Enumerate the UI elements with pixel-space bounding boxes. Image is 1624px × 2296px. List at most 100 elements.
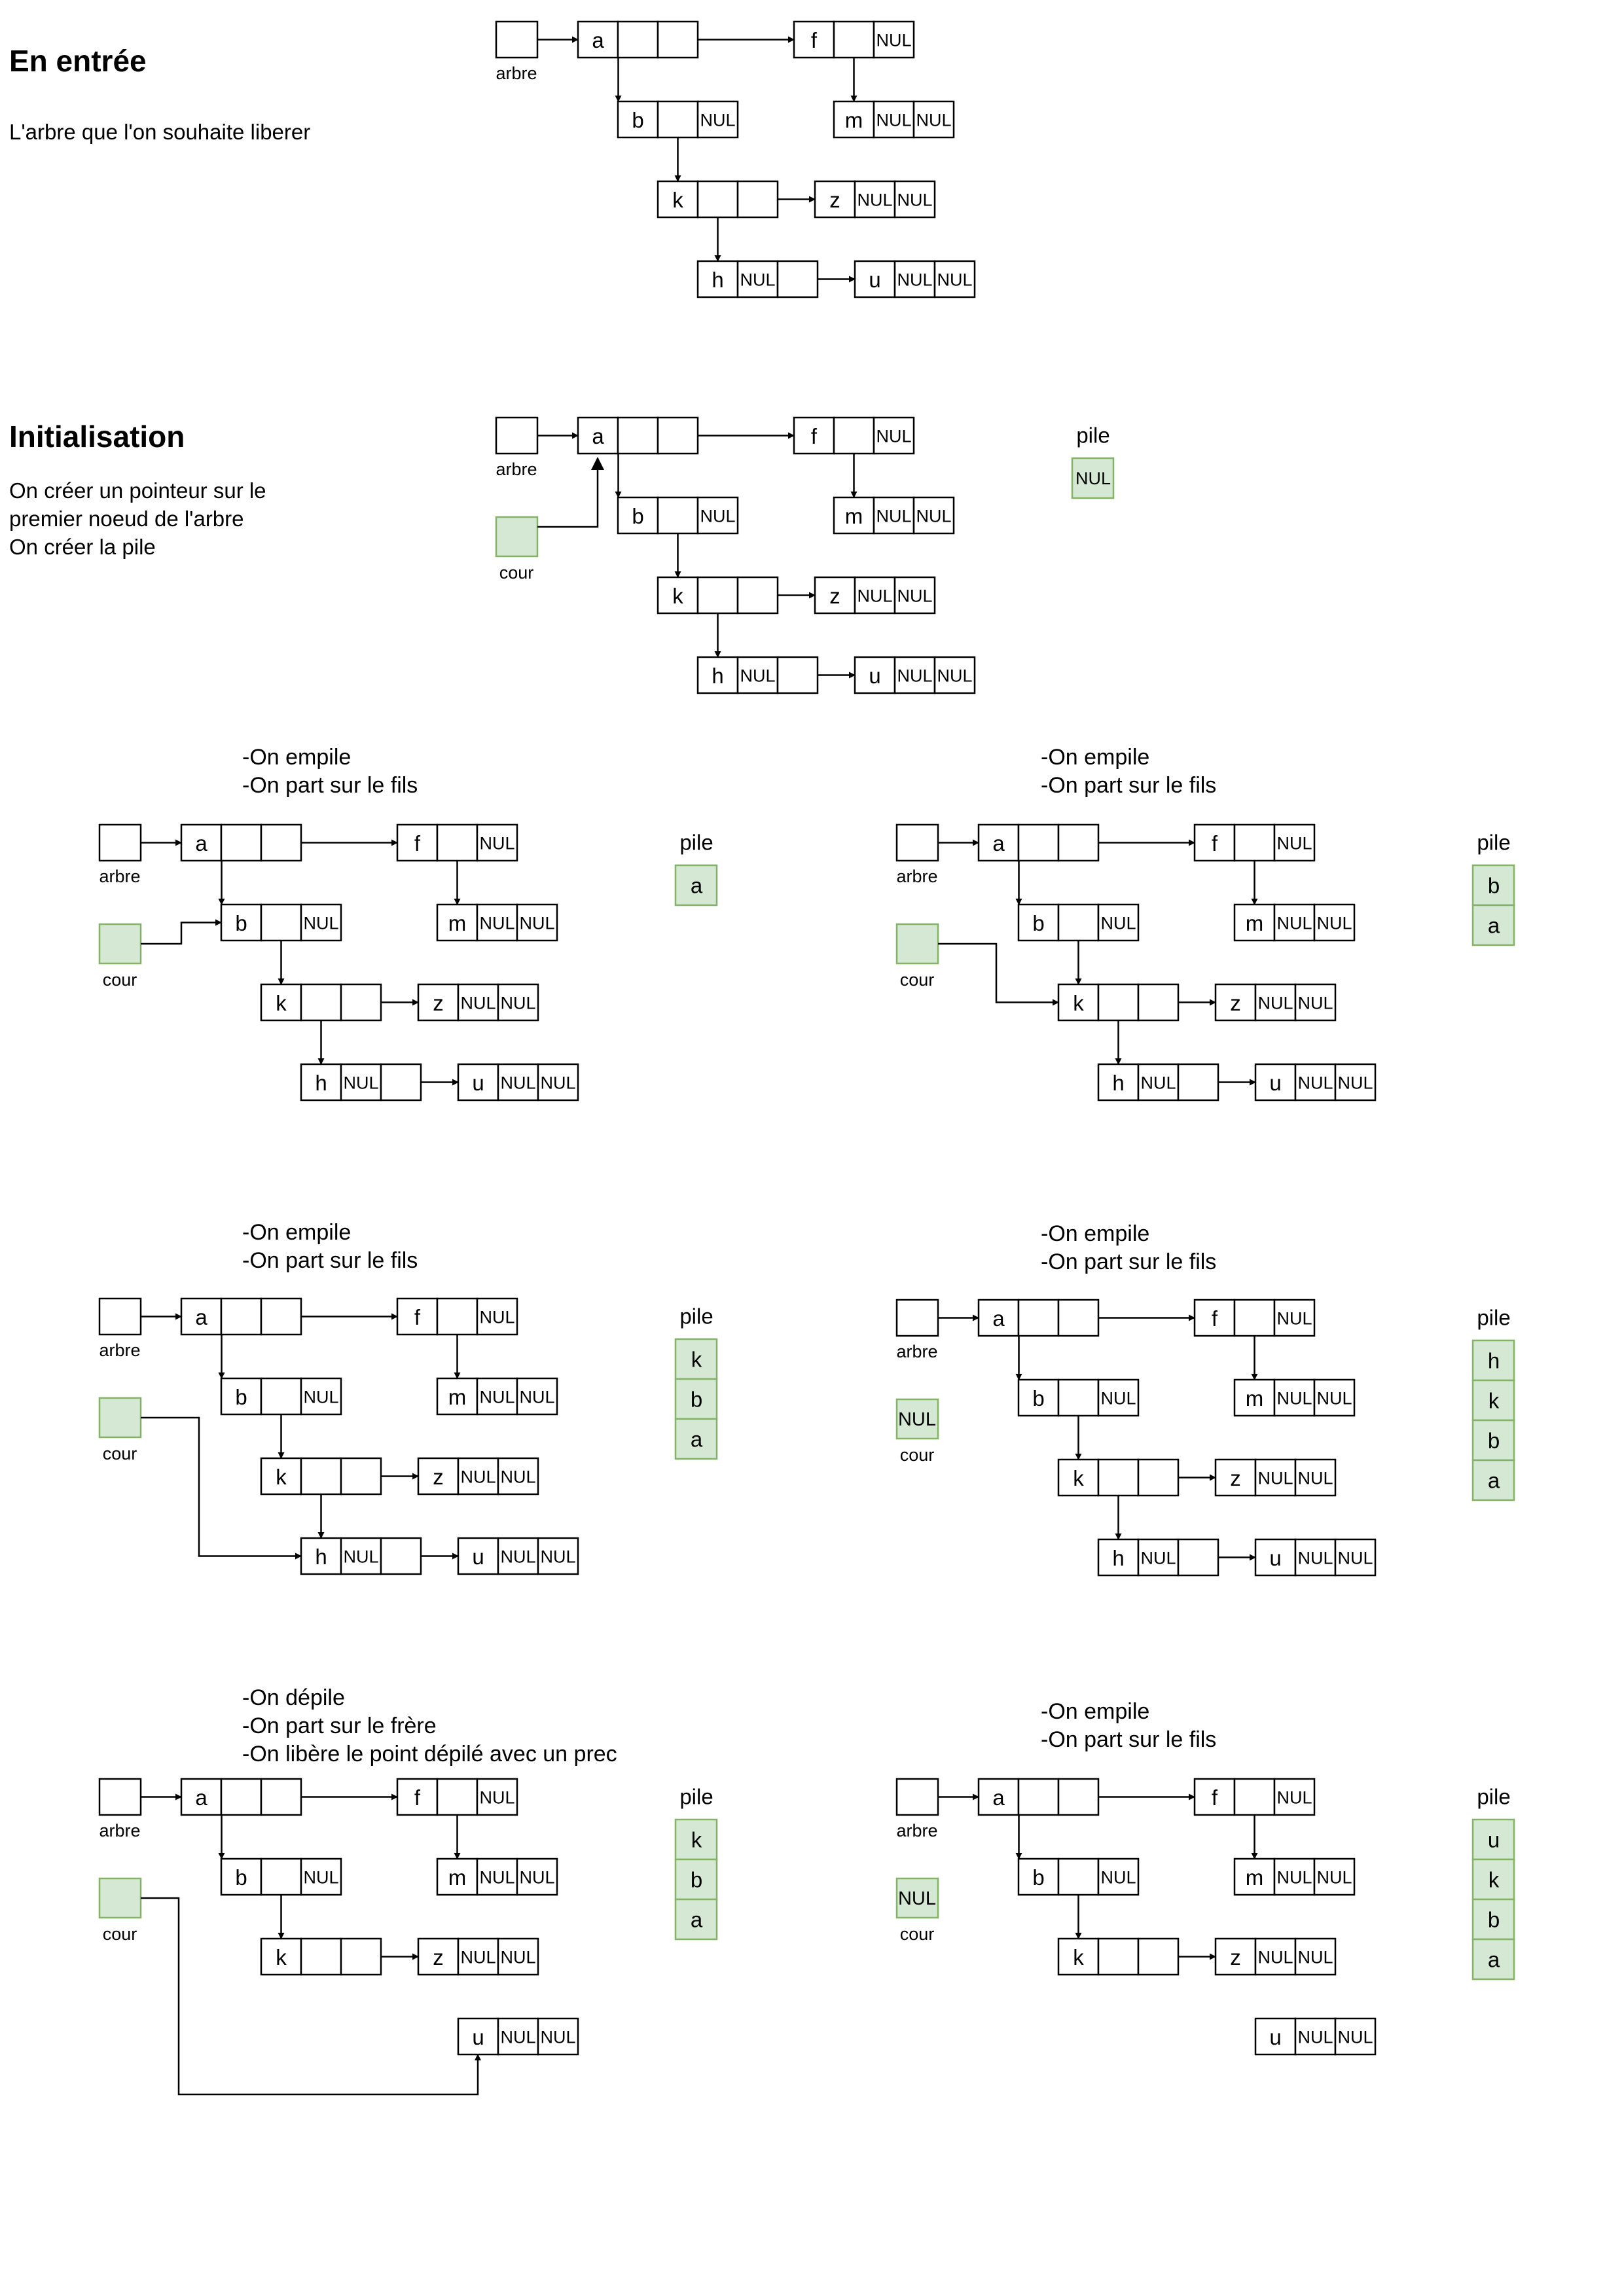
stack-label: pile [1477,1306,1510,1330]
node-a-value [577,416,619,455]
root-pointer-label: arbre [99,1821,140,1840]
node-f-sibling-ptr-label: NUL [1276,1309,1312,1329]
node-h-child-ptr-label: NUL [740,666,775,686]
step-5-note: -On dépile -On part sur le frère -On lib… [242,1685,617,1767]
node-h-child-ptr-label: NUL [1140,1549,1176,1568]
node-m-sibling-ptr-label: NUL [1316,914,1352,933]
node-u-sibling-ptr-label: NUL [937,270,972,290]
current-pointer-label: cour [103,1444,137,1463]
node-b-value [220,903,262,942]
node-m-value-label: m [845,108,863,132]
node-z-value-label: z [829,188,840,212]
node-m-sibling-ptr [516,1377,558,1416]
node-u-child-ptr-label: NUL [1297,1549,1333,1568]
step-4-note: -On empile -On part sur le fils [1041,1221,1217,1274]
current-pointer-label: cour [499,563,534,583]
node-z-sibling-ptr [497,1457,539,1496]
node-m-sibling-ptr-label: NUL [519,1388,554,1407]
stack-item [1071,457,1115,499]
node-b-sibling-ptr-label: NUL [303,1868,338,1888]
node-f-value-label: f [414,1305,421,1329]
node-k-child-ptr [1097,983,1140,1022]
step-3-note: -On empile -On part sur le fils [242,1220,418,1273]
stack-item-label: b [691,1388,702,1412]
node-u-child-ptr-label: NUL [1297,1073,1333,1093]
root-pointer-box [495,20,539,59]
node-b-value-label: b [235,1865,247,1890]
node-f-value [1193,823,1236,862]
node-k-sibling-ptr [1137,983,1180,1022]
stack-item [1471,1419,1515,1462]
node-b-child-ptr [1057,1378,1100,1417]
node-z-value-label: z [1230,991,1241,1015]
stack-item-label: h [1488,1349,1500,1373]
node-b-value [220,1377,262,1416]
node-u-child-ptr [497,2017,539,2056]
node-u-sibling-ptr [537,1063,579,1102]
node-b-value-label: b [632,108,643,132]
stack-item-label: a [1488,1948,1500,1972]
node-m-child-ptr [476,1857,518,1896]
node-b-sibling-ptr [696,100,739,139]
node-h-sibling-ptr [776,260,819,298]
node-h-sibling-ptr [380,1063,422,1102]
node-b-child-ptr [260,903,302,942]
node-u-value-label: u [1269,2025,1281,2049]
node-z-sibling-ptr [893,576,936,615]
node-u-child-ptr-label: NUL [500,1073,535,1093]
node-k-value-label: k [1073,1945,1084,1969]
node-m-value-label: m [448,1385,467,1409]
stack-item-label: b [1488,1908,1500,1932]
node-f-value-label: f [414,1785,421,1810]
stack-item-label: a [691,874,703,898]
node-f-sibling-ptr [873,20,915,59]
stack-item [674,1898,718,1941]
node-z-value-label: z [829,584,840,608]
root-pointer-box [98,1297,142,1336]
stack-label: pile [679,1304,713,1329]
node-u-child-ptr [1294,2017,1337,2056]
root-pointer-box [895,1778,939,1816]
node-u-sibling-ptr-label: NUL [540,1547,575,1567]
node-a-value-label: a [992,1306,1005,1331]
stack-item [1471,1858,1515,1901]
current-pointer-label: cour [103,970,137,990]
node-a-sibling-ptr [260,1778,302,1816]
node-k-value-label: k [1073,1466,1084,1490]
node-z-child-ptr [854,180,896,219]
root-pointer-box [895,823,939,862]
node-u-value-label: u [1269,1071,1281,1095]
node-a-sibling-ptr [1057,823,1100,862]
node-b-value-label: b [235,911,247,935]
root-pointer-box [895,1299,939,1337]
stack-item [1471,1379,1515,1422]
section-entree-title: En entrée [9,44,147,78]
node-u-child-ptr-label: NUL [897,270,932,290]
node-z-sibling-ptr-label: NUL [500,994,535,1013]
node-m-value [436,903,478,942]
node-z-sibling-ptr-label: NUL [1297,1469,1333,1488]
node-u-value-label: u [1269,1546,1281,1570]
stack-label: pile [1477,831,1510,855]
root-pointer-label: arbre [496,459,537,479]
node-z-child-ptr-label: NUL [857,586,892,606]
node-m-value-label: m [1246,911,1264,935]
node-k-sibling-ptr [340,1937,382,1976]
node-a-value-label: a [992,831,1005,855]
node-k-value [260,983,302,1022]
node-h-value-label: h [1112,1071,1124,1095]
node-k-sibling-ptr [736,180,779,219]
node-z-value-label: z [1230,1945,1241,1969]
node-f-child-ptr [833,20,875,59]
node-u-value [854,656,896,694]
node-f-child-ptr [1233,1778,1276,1816]
node-u-sibling-ptr [537,2017,579,2056]
node-u-value-label: u [869,664,880,688]
node-f-sibling-ptr [1273,1778,1316,1816]
node-z-value-label: z [433,1465,444,1489]
node-f-child-ptr [1233,1299,1276,1337]
cour-arrow [938,942,1059,1006]
node-a-child-ptr [220,1778,262,1816]
stack-label: pile [1477,1785,1510,1809]
node-b-child-ptr [657,100,699,139]
